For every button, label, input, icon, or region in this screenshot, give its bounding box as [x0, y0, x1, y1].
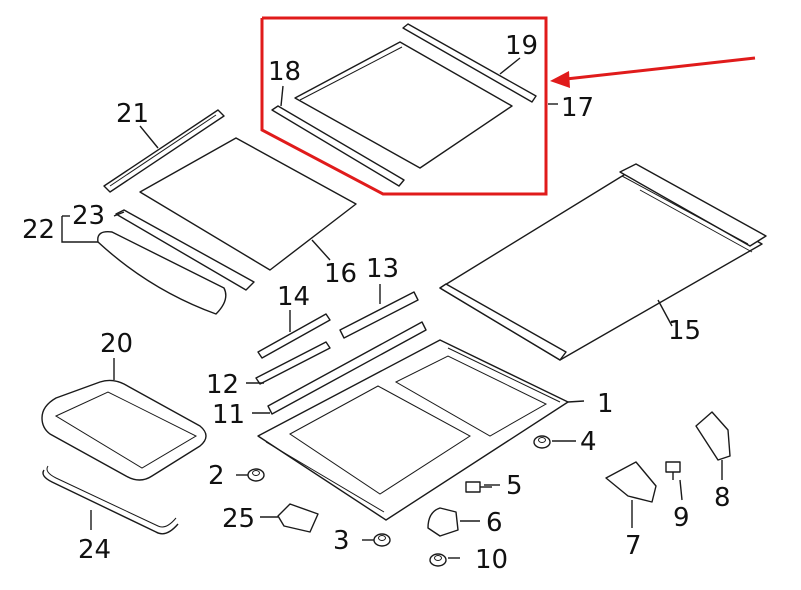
- part-14-rail[interactable]: [257, 313, 331, 359]
- part-11-rail[interactable]: [267, 321, 427, 415]
- part-16-glass[interactable]: [139, 137, 357, 271]
- callout-9: 9: [673, 503, 690, 533]
- callout-5: 5: [506, 471, 523, 501]
- callout-8: 8: [714, 483, 731, 513]
- part-7-bracket[interactable]: [605, 461, 657, 503]
- callout-16: 16: [324, 259, 357, 289]
- part-5-bolt[interactable]: [465, 481, 492, 493]
- callout-20: 20: [100, 329, 133, 359]
- highlight-outline: [260, 16, 548, 196]
- callout-17: 17: [561, 93, 594, 123]
- part-23-seal[interactable]: [115, 209, 255, 291]
- callout-7: 7: [625, 531, 642, 561]
- part-12-rail[interactable]: [255, 341, 331, 385]
- part-25-motor[interactable]: [277, 503, 319, 533]
- part-3-nut[interactable]: [373, 533, 391, 547]
- part-15-sunshade[interactable]: [439, 163, 767, 361]
- highlight-arrowhead: [550, 71, 570, 88]
- callout-14: 14: [277, 282, 310, 312]
- part-24-drain[interactable]: [42, 469, 179, 535]
- callout-15: 15: [668, 316, 701, 346]
- callout-23: 23: [72, 201, 105, 231]
- callout-21: 21: [116, 99, 149, 129]
- callout-25: 25: [222, 504, 255, 534]
- part-2-nut[interactable]: [247, 468, 265, 482]
- callout-18: 18: [268, 57, 301, 87]
- highlight-arrow: [565, 56, 756, 81]
- callout-13: 13: [366, 254, 399, 284]
- callout-2: 2: [208, 461, 225, 491]
- leader-lines: [61, 57, 723, 559]
- part-21-molding[interactable]: [103, 109, 225, 193]
- callout-12: 12: [206, 370, 239, 400]
- part-13-bracket[interactable]: [339, 291, 419, 339]
- callout-22: 22: [22, 215, 55, 245]
- callout-11: 11: [212, 400, 245, 430]
- part-6-bracket[interactable]: [427, 507, 459, 537]
- part-17-glass-assembly[interactable]: [271, 23, 537, 187]
- callout-24: 24: [78, 535, 111, 565]
- part-20-seal-ring[interactable]: [41, 379, 207, 481]
- callout-4: 4: [580, 427, 597, 457]
- part-8-bracket[interactable]: [695, 411, 731, 461]
- part-10-nut[interactable]: [429, 553, 447, 567]
- part-19-molding: [402, 23, 537, 103]
- part-18-molding: [271, 105, 405, 187]
- part-4-nut[interactable]: [533, 435, 551, 449]
- callout-1: 1: [597, 389, 614, 419]
- callout-labels: 1 2 3 4 5 6 7 8 9 10 11 12 13 14 15 16 1…: [22, 31, 731, 575]
- callout-6: 6: [486, 508, 503, 538]
- callout-3: 3: [333, 526, 350, 556]
- callout-19: 19: [505, 31, 538, 61]
- part-22-deflector[interactable]: [97, 231, 227, 315]
- callout-10: 10: [475, 545, 508, 575]
- part-9-bolt[interactable]: [665, 461, 681, 480]
